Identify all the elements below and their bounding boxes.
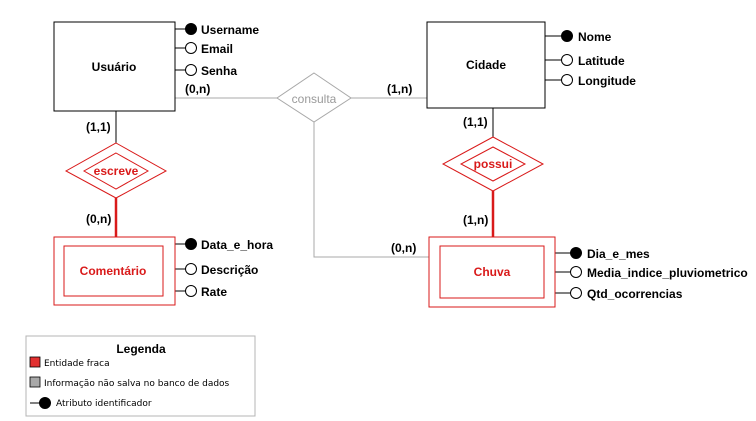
identifier-attribute-icon xyxy=(185,23,197,35)
attribute-email: Email xyxy=(201,42,233,56)
attribute-icon xyxy=(185,263,197,275)
relationship-escreve-label: escreve xyxy=(94,164,139,178)
attribute-rate: Rate xyxy=(201,285,227,299)
cardinality-consulta-cidade: (1,n) xyxy=(387,82,412,96)
relationship-consulta-label: consulta xyxy=(292,92,337,106)
attribute-media-indice-pluviometrico: Media_indice_pluviometrico xyxy=(587,266,748,280)
attribute-latitude: Latitude xyxy=(578,54,625,68)
entity-cidade-label: Cidade xyxy=(466,58,506,72)
cardinality-possui-chuva: (1,n) xyxy=(463,213,488,227)
legend-title: Legenda xyxy=(116,342,166,356)
relationship-possui-label: possui xyxy=(474,157,513,171)
attribute-icon xyxy=(570,287,582,299)
attribute-icon xyxy=(185,285,197,297)
entity-chuva-label: Chuva xyxy=(474,265,511,279)
legend-item-identifier: Atributo identificador xyxy=(56,399,152,409)
identifier-attribute-icon xyxy=(39,397,51,409)
attribute-data-e-hora: Data_e_hora xyxy=(201,238,273,252)
unsaved-info-swatch-icon xyxy=(29,376,41,388)
identifier-attribute-icon xyxy=(570,247,582,259)
cardinality-consulta-chuva: (0,n) xyxy=(391,241,416,255)
entity-comentario-label: Comentário xyxy=(80,264,147,278)
entity-usuario-label: Usuário xyxy=(92,60,137,74)
identifier-attribute-icon xyxy=(185,238,197,250)
weak-entity-swatch-icon xyxy=(29,356,41,368)
cardinality-cidade-possui: (1,1) xyxy=(463,115,488,129)
relationship-possui[interactable]: possui xyxy=(441,136,545,192)
entity-comentario-weak[interactable]: Comentário xyxy=(53,236,176,306)
attribute-longitude: Longitude xyxy=(578,74,636,88)
entity-cidade[interactable]: Cidade xyxy=(426,21,546,109)
relationship-escreve[interactable]: escreve xyxy=(64,142,168,199)
cardinality-escreve-comentario: (0,n) xyxy=(86,212,111,226)
attribute-qtd-ocorrencias: Qtd_ocorrencias xyxy=(587,287,683,301)
attribute-senha: Senha xyxy=(201,64,237,78)
attribute-dia-e-mes: Dia_e_mes xyxy=(587,247,650,261)
cardinality-usuario-escreve: (1,1) xyxy=(86,120,111,134)
relationship-consulta[interactable]: consulta xyxy=(276,72,352,123)
attribute-icon xyxy=(561,54,573,66)
entity-usuario[interactable]: Usuário xyxy=(53,21,176,112)
attribute-descricao: Descrição xyxy=(201,263,258,277)
legend-item-unsaved-info: Informação não salva no banco de dados xyxy=(44,379,230,389)
attribute-icon xyxy=(570,266,582,278)
attribute-icon xyxy=(561,74,573,86)
legend: Legenda Entidade fraca Informação não sa… xyxy=(25,335,256,417)
attribute-icon xyxy=(185,42,197,54)
entity-chuva-weak[interactable]: Chuva xyxy=(428,236,556,308)
line-consulta-chuva xyxy=(313,122,429,258)
identifier-attribute-icon xyxy=(561,30,573,42)
legend-item-weak-entity: Entidade fraca xyxy=(44,359,110,369)
cardinality-usuario-consulta: (0,n) xyxy=(185,82,210,96)
attribute-username: Username xyxy=(201,23,259,37)
attribute-icon xyxy=(185,64,197,76)
attribute-nome: Nome xyxy=(578,30,612,44)
